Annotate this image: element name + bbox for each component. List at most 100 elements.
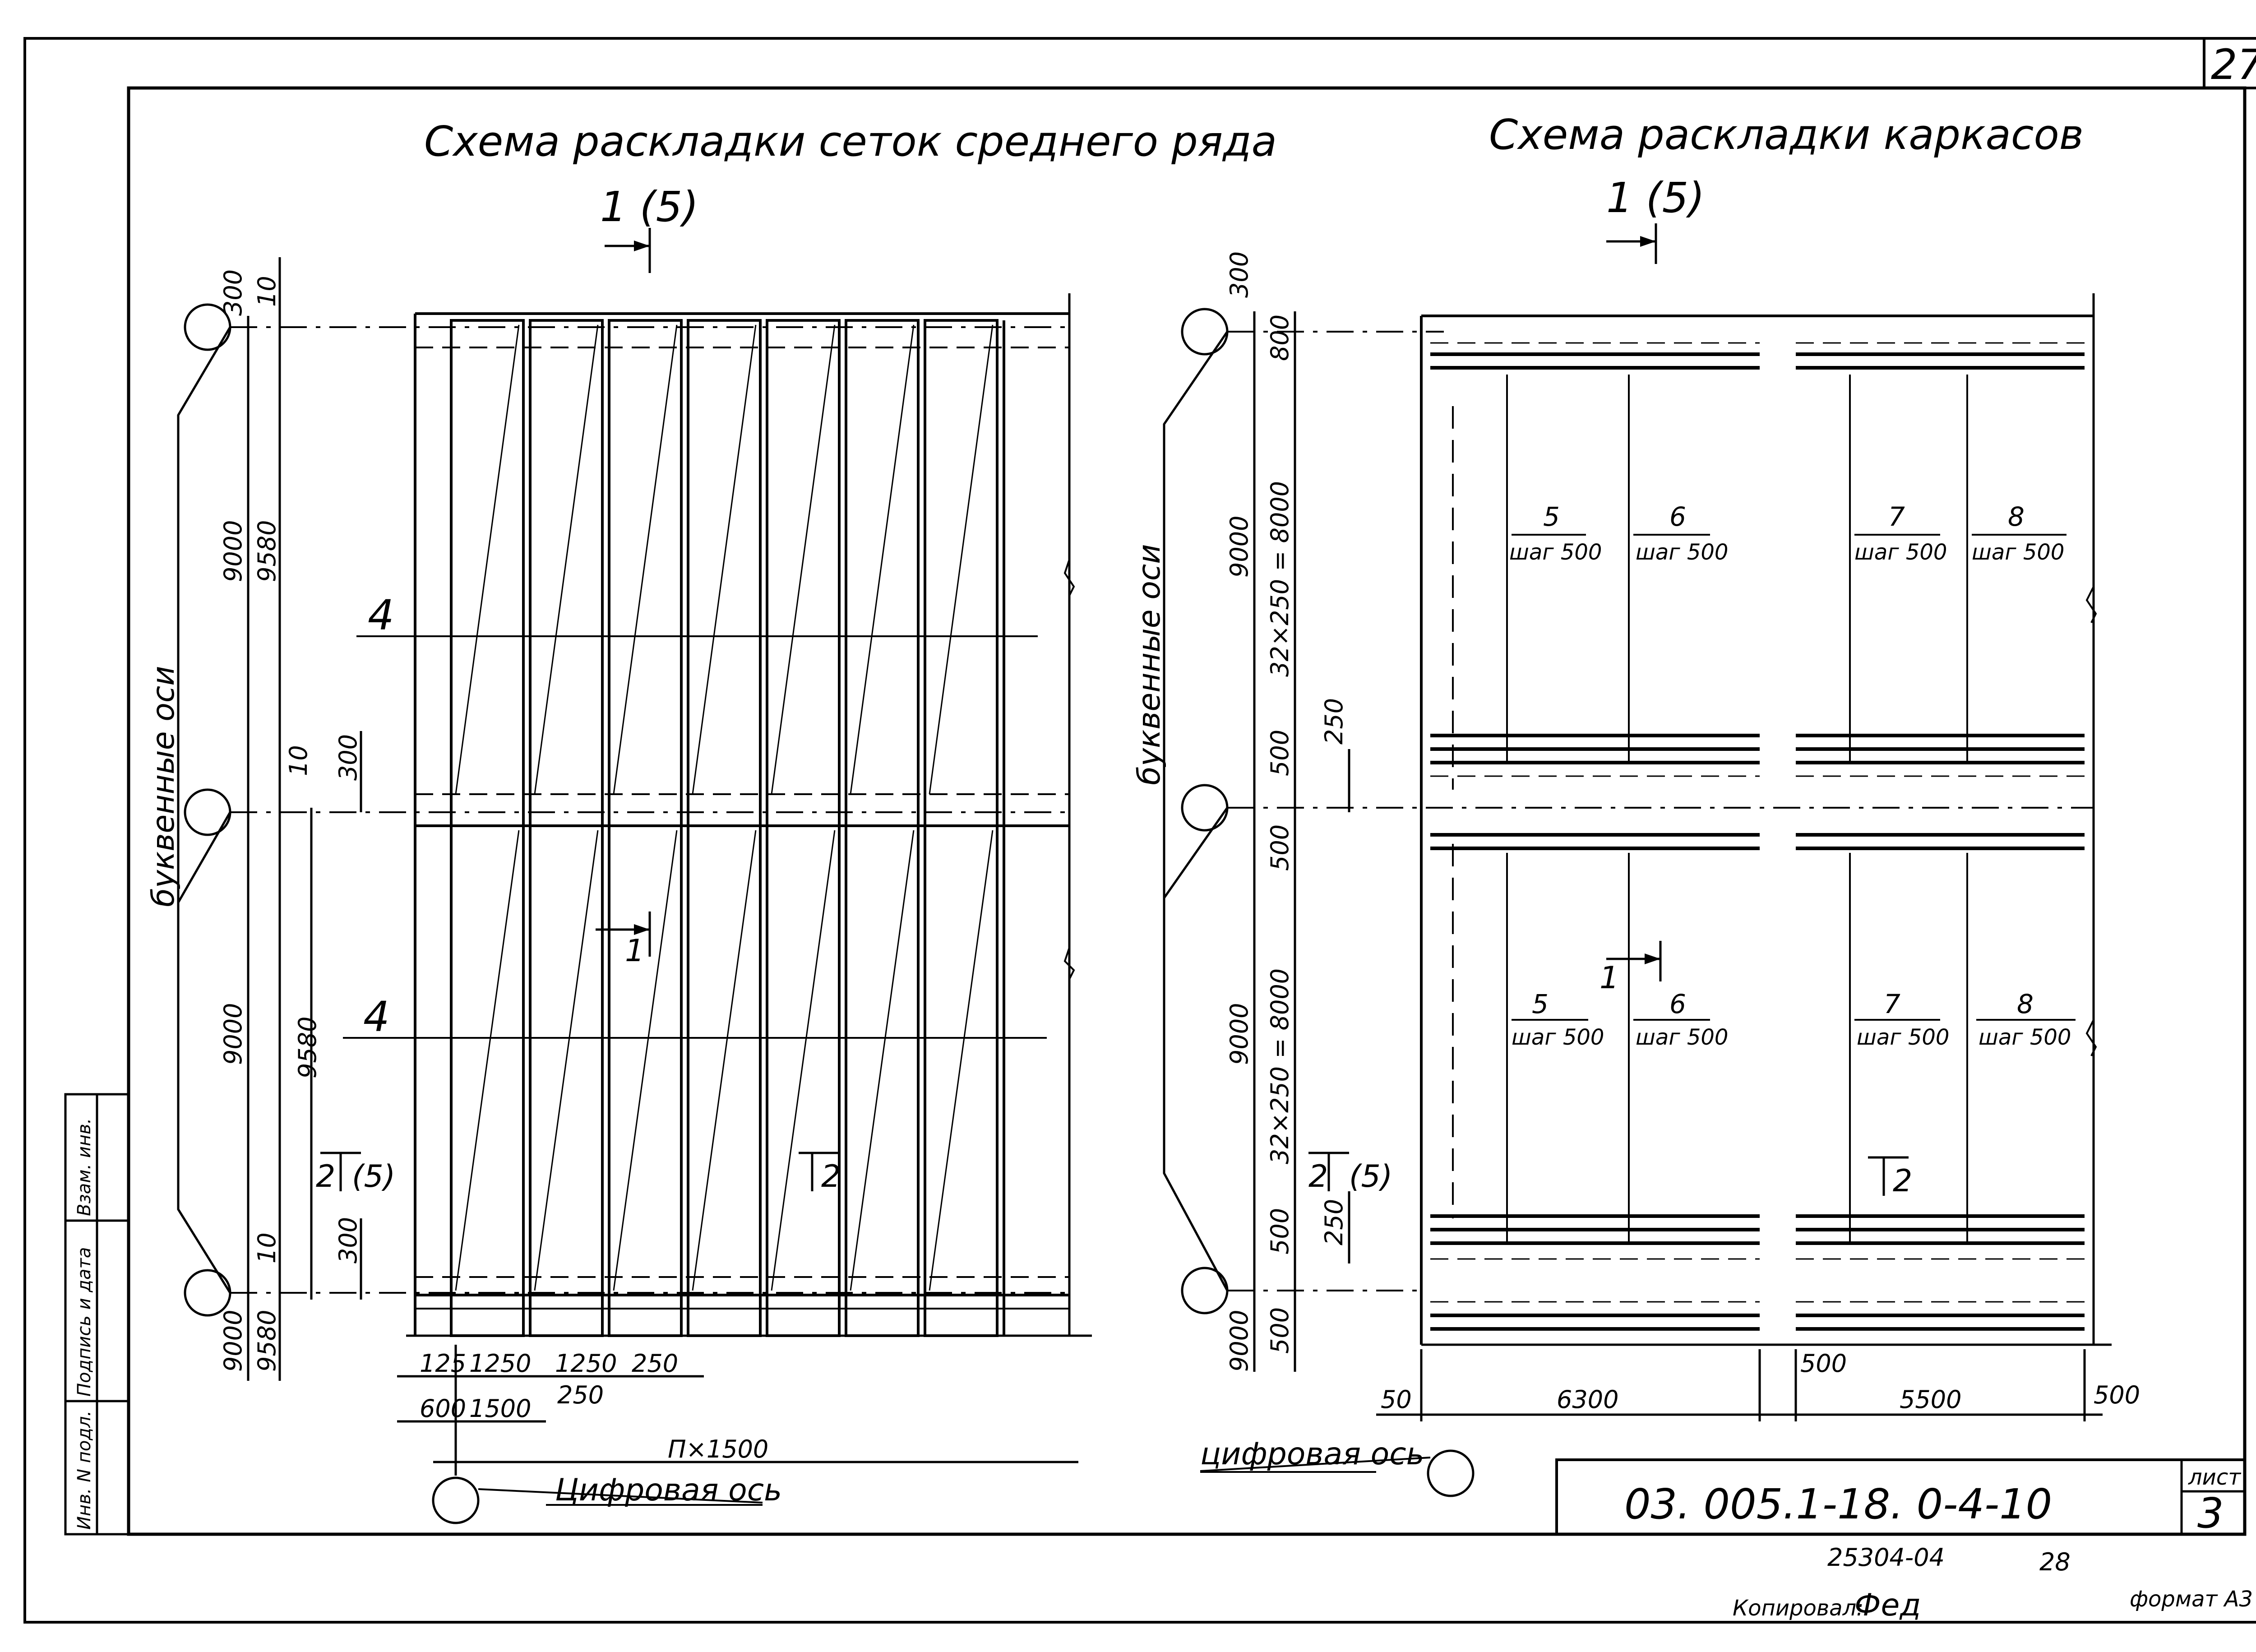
- right-dim-300: 300: [1225, 251, 1253, 298]
- right-dim-6300: 6300: [1557, 1385, 1618, 1414]
- left-dim-9000-bottom: 9000: [219, 1310, 247, 1372]
- right-section-mid: 1: [1600, 960, 1619, 996]
- right-section-bottom-num: 2: [1308, 1159, 1328, 1194]
- right-digit-axis-circle: [1427, 1449, 1475, 1497]
- left-scheme: Схема раскладки сеток среднего ряда 1 (5…: [146, 117, 1277, 1524]
- right-section-top: 1 (5): [1606, 174, 1705, 222]
- right-axis-label: буквенные оси: [1132, 544, 1167, 785]
- right-scheme: Схема раскладки каркасов 1 (5) буквенные…: [1132, 111, 2140, 1497]
- right-dim-9000-lower: 9000: [1225, 1003, 1253, 1065]
- frame-6-lower-step: шаг 500: [1636, 1025, 1728, 1050]
- digit-axis-circle: [432, 1476, 480, 1524]
- axis-circle-mid: [184, 788, 231, 836]
- left-dim-300-bottom: 300: [334, 1217, 362, 1263]
- left-section-bottom-ref: (5): [352, 1159, 395, 1194]
- frame-5-upper-step: шаг 500: [1509, 540, 1602, 565]
- left-section-right-mark: 2: [821, 1159, 841, 1194]
- left-dim-9580-upper: 9580: [253, 520, 281, 582]
- footer-format: формат А3: [2130, 1587, 2253, 1612]
- right-digit-axis-label: цифровая ось: [1200, 1436, 1424, 1472]
- frame-5-lower-num: 5: [1532, 989, 1549, 1019]
- left-section-mid: 1: [625, 933, 644, 969]
- side-stamp: Инв. N подл. Подпись и дата Взам. инв.: [64, 1093, 130, 1536]
- right-dim-9000-bottom: 9000: [1225, 1310, 1253, 1372]
- left-dim-1500: 1500: [469, 1394, 531, 1423]
- right-dim-500-c: 500: [1266, 1208, 1294, 1254]
- axis-circle-bottom: [184, 1269, 231, 1317]
- right-bar-bundles: [1430, 352, 2085, 1331]
- left-mesh-diagonals: [455, 324, 994, 1291]
- right-dim-250-lower: 250: [1320, 1199, 1348, 1245]
- left-mark-4-upper: 4: [368, 591, 394, 639]
- left-dim-1250-b: 1250: [555, 1349, 617, 1378]
- stamp-vzam: Взам. инв.: [74, 1118, 95, 1216]
- frame-8-upper-step: шаг 500: [1972, 540, 2064, 565]
- right-section-right-mark: 2: [1893, 1163, 1912, 1199]
- sheet-number-box: [2203, 37, 2256, 89]
- footer-copied: Копировал:: [1733, 1596, 1863, 1621]
- frame-7-lower-num: 7: [1884, 989, 1900, 1019]
- left-dim-10-top: 10: [253, 276, 281, 307]
- right-dim-500-a: 500: [1266, 730, 1294, 776]
- left-axis-label: буквенные оси: [146, 666, 181, 907]
- right-dim-500-d: 500: [1266, 1307, 1294, 1354]
- drawing-code: 03. 005.1-18. 0-4-10: [1624, 1480, 2052, 1528]
- frame-6-upper-step: шаг 500: [1636, 540, 1728, 565]
- left-title: Схема раскладки сеток среднего ряда: [424, 117, 1277, 166]
- frame-7-upper-step: шаг 500: [1854, 540, 1947, 565]
- frame-5-lower-step: шаг 500: [1512, 1025, 1604, 1050]
- left-n-label: П×1500: [668, 1435, 768, 1463]
- right-frame-labels-upper: 5 шаг 500 6 шаг 500 7 шаг 500 8 шаг 500: [1509, 501, 2066, 565]
- right-dim-9000-upper: 9000: [1225, 516, 1253, 578]
- title-block: 03. 005.1-18. 0-4-10 лист 3: [1555, 1458, 2246, 1537]
- right-dim-800: 800: [1266, 315, 1294, 361]
- right-dim-500-end: 500: [2094, 1381, 2140, 1409]
- left-dim-9580-bottom: 9580: [253, 1310, 281, 1372]
- outer-frame: [23, 37, 2256, 1624]
- left-dim-9000-lower: 9000: [219, 1003, 247, 1065]
- left-dim-125: 125: [420, 1349, 466, 1378]
- footer-page: 28: [2039, 1548, 2071, 1576]
- right-dim-500-b: 500: [1266, 824, 1294, 871]
- frame-7-lower-step: шаг 500: [1857, 1025, 1949, 1050]
- sheet-label: лист: [2188, 1465, 2242, 1490]
- left-dim-1250-a: 1250: [469, 1349, 531, 1378]
- frame-8-lower-step: шаг 500: [1979, 1025, 2071, 1050]
- frame-7-upper-num: 7: [1888, 501, 1905, 532]
- stamp-podpis: Подпись и дата: [74, 1247, 95, 1397]
- right-dim-8000-upper: 32×250 = 8000: [1266, 481, 1294, 677]
- left-dim-250-b: 250: [557, 1381, 604, 1409]
- sheet-value: 3: [2197, 1489, 2224, 1537]
- left-mesh-panels: [450, 319, 1005, 1337]
- left-mark-4-lower: 4: [363, 993, 390, 1041]
- left-dim-300-mid: 300: [334, 734, 362, 781]
- right-axis-circle-mid: [1181, 784, 1229, 832]
- frame-8-lower-num: 8: [2017, 989, 2034, 1019]
- stamp-inv-podl: Инв. N подл.: [74, 1411, 95, 1530]
- right-dim-8000-lower: 32×250 = 8000: [1266, 968, 1294, 1164]
- frame-6-lower-num: 6: [1669, 989, 1686, 1019]
- right-axis-circle-top: [1181, 308, 1229, 356]
- left-dim-250-a: 250: [632, 1349, 678, 1378]
- right-frame-labels-lower: 5 шаг 500 6 шаг 500 7 шаг 500 8 шаг 500: [1512, 989, 2076, 1050]
- right-axis-circle-bottom: [1181, 1267, 1229, 1314]
- left-digit-axis-label: Цифровая ось: [555, 1472, 782, 1508]
- right-dim-50: 50: [1381, 1385, 1412, 1414]
- left-section-bottom-num: 2: [316, 1159, 335, 1194]
- left-dim-9000-upper: 9000: [219, 520, 247, 582]
- frame-5-upper-num: 5: [1543, 501, 1560, 532]
- frame-6-upper-num: 6: [1669, 501, 1686, 532]
- right-dim-250-upper: 250: [1320, 698, 1348, 745]
- left-section-top: 1 (5): [600, 183, 698, 231]
- right-dim-500-gap: 500: [1800, 1349, 1847, 1378]
- left-dim-300-top: 300: [219, 269, 247, 316]
- left-dim-10-bottom: 10: [253, 1232, 281, 1263]
- inner-frame: [127, 86, 2247, 1536]
- right-frame-verticals: [1506, 375, 1968, 1243]
- sheet-number: 27: [2211, 41, 2256, 89]
- right-title: Схема раскладки каркасов: [1489, 111, 2084, 159]
- left-dim-9580-lower: 9580: [293, 1017, 322, 1078]
- left-dim-600: 600: [420, 1394, 466, 1423]
- footer-copied-sign: Фед: [1854, 1587, 1921, 1623]
